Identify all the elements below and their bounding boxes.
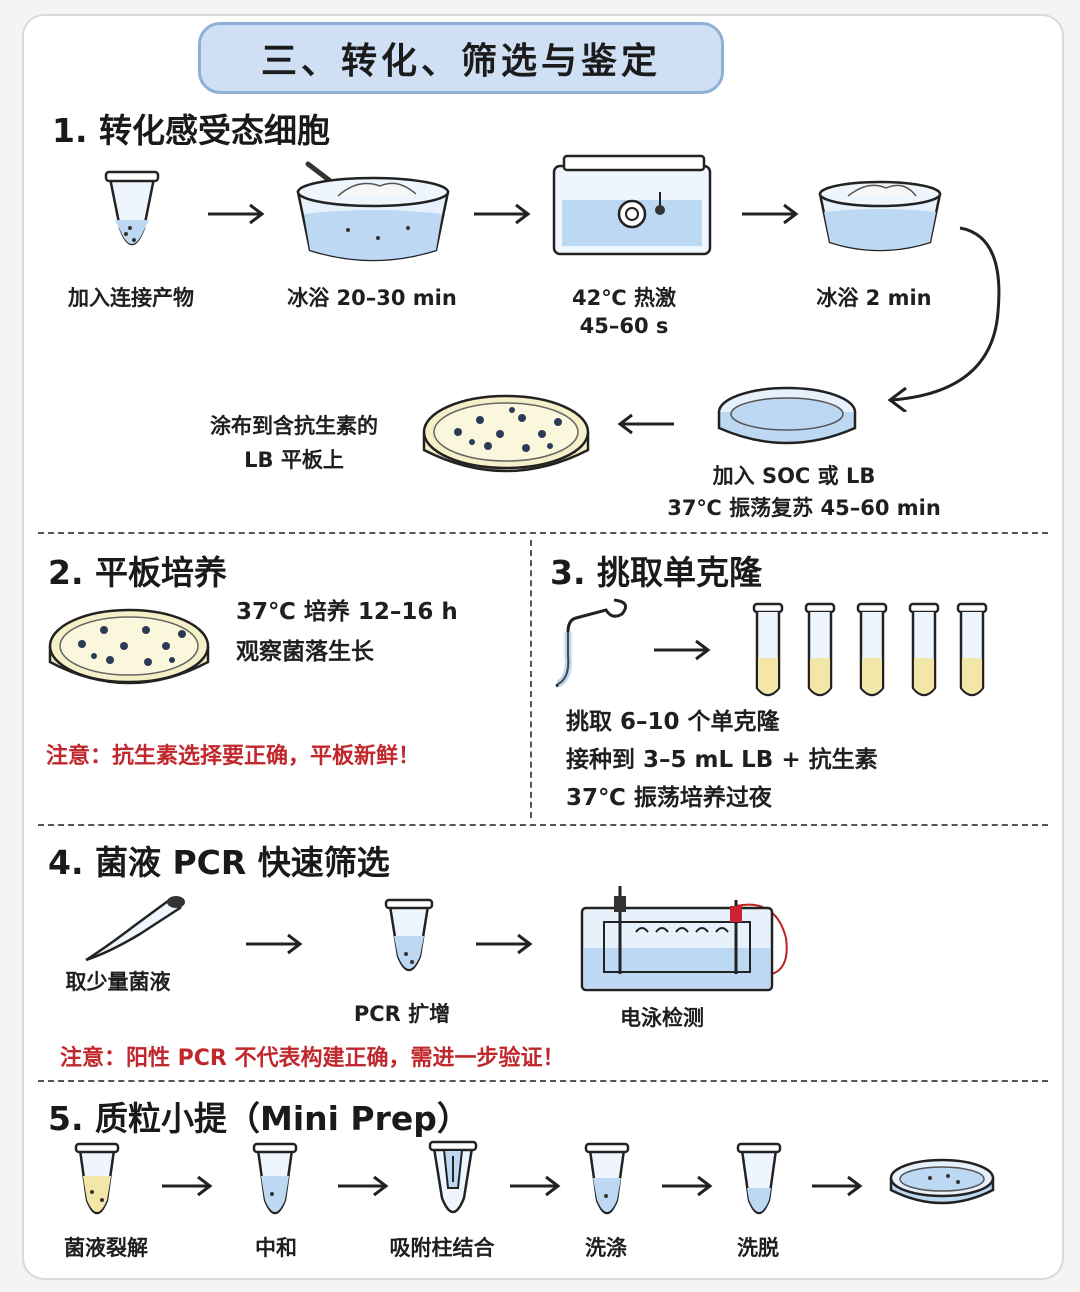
pipette-icon: [85, 896, 185, 962]
s1-step-label: 冰浴 20–30 min: [287, 286, 457, 310]
recover-label: 加入 SOC 或 LB: [712, 464, 876, 488]
s2-line: 37℃ 培养 12–16 h: [236, 599, 458, 625]
plate-label: 涂布到含抗生素的: [210, 414, 378, 438]
arrow-right-icon: [474, 203, 531, 225]
page-title: 三、转化、筛选与鉴定: [198, 22, 724, 94]
s4-step-label: PCR 扩增: [353, 1002, 451, 1026]
s1-step-label: 冰浴 2 min: [816, 286, 932, 310]
culture-dish-icon: [717, 386, 857, 445]
arrow-right-icon: [338, 1175, 389, 1197]
arrow-right-icon: [208, 203, 265, 225]
arrow-right-icon: [510, 1175, 561, 1197]
elution-tube-icon: [736, 1142, 782, 1215]
divider: [530, 540, 532, 818]
s5-step-label: 洗涤: [585, 1236, 627, 1260]
arrow-right-icon: [812, 1175, 863, 1197]
water-bath-icon: [552, 154, 712, 256]
recover-label: 37℃ 振荡复苏 45–60 min: [667, 496, 941, 520]
section-5-title: 5. 质粒小提（Mini Prep）: [48, 1099, 470, 1138]
microtube-icon: [104, 170, 160, 246]
s5-step-label: 菌液裂解: [64, 1236, 148, 1260]
arrow-right-icon: [742, 203, 799, 225]
ice-bowl-icon: [818, 180, 942, 252]
arrow-right-icon: [476, 933, 533, 955]
agar-plate-icon: [422, 394, 590, 473]
arrow-right-icon: [654, 639, 711, 661]
section-3-title: 3. 挑取单克隆: [550, 553, 762, 592]
s5-step-label: 中和: [255, 1236, 297, 1260]
arrow-left-icon: [617, 413, 674, 435]
ice-bath-bowl-icon: [296, 161, 450, 262]
inoculation-loop-icon: [555, 598, 628, 688]
spin-column-icon: [428, 1140, 478, 1214]
s4-step-label: 电泳检测: [620, 1006, 704, 1030]
s1-step-label: 加入连接产物: [68, 286, 194, 310]
s3-line: 37℃ 振荡培养过夜: [566, 785, 772, 811]
culture-tubes-icon: [752, 602, 988, 697]
s1-step-label: 45–60 s: [579, 314, 669, 338]
curved-arrow-icon: [887, 226, 1001, 412]
section-4-title: 4. 菌液 PCR 快速筛选: [48, 843, 390, 882]
section-1-title: 1. 转化感受态细胞: [52, 111, 330, 150]
pcr-tube-icon: [384, 898, 434, 972]
agar-plate-icon: [48, 608, 210, 685]
arrow-right-icon: [662, 1175, 713, 1197]
s1-step-label: 42℃ 热激: [572, 286, 676, 310]
s5-step-label: 吸附柱结合: [389, 1236, 495, 1260]
s4-note: 注意：阳性 PCR 不代表构建正确，需进一步验证！: [60, 1046, 565, 1071]
s3-line: 挑取 6–10 个单克隆: [566, 709, 780, 735]
s4-step-label: 取少量菌液: [65, 970, 171, 994]
wash-tube-icon: [584, 1142, 630, 1215]
lysis-tube-icon: [74, 1142, 120, 1215]
s5-step-label: 洗脱: [737, 1236, 779, 1260]
s3-line: 接种到 3–5 mL LB + 抗生素: [566, 747, 878, 773]
s2-line: 观察菌落生长: [236, 639, 374, 665]
electrophoresis-tank-icon: [580, 886, 788, 992]
neutralization-tube-icon: [252, 1142, 298, 1215]
arrow-right-icon: [246, 933, 303, 955]
plate-label: LB 平板上: [244, 448, 344, 472]
divider: [38, 532, 1048, 534]
section-2-title: 2. 平板培养: [48, 553, 227, 592]
s2-note: 注意：抗生素选择要正确，平板新鲜！: [46, 744, 421, 769]
plasmid-dish-icon: [889, 1158, 995, 1205]
arrow-right-icon: [162, 1175, 213, 1197]
divider: [38, 1080, 1048, 1082]
divider: [38, 824, 1048, 826]
